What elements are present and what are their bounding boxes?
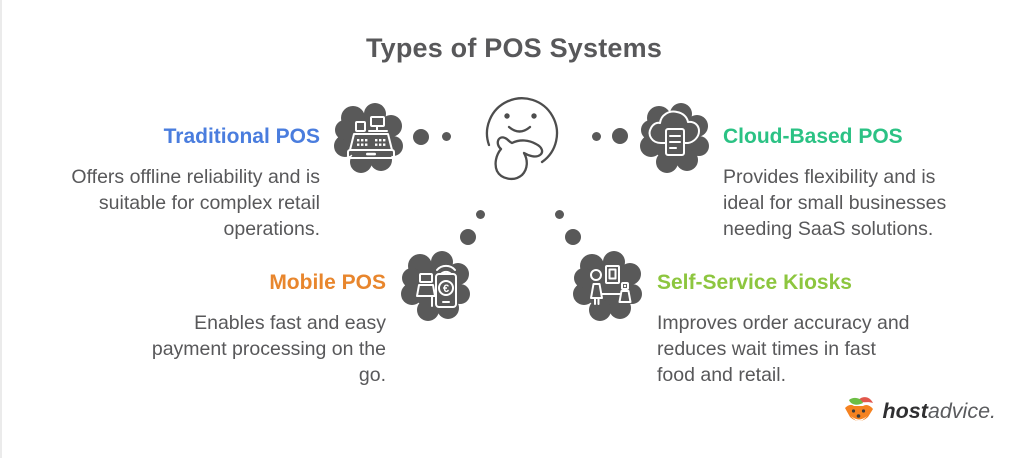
face-frown	[507, 125, 532, 133]
thinking-hand	[494, 136, 544, 181]
section-text-line: suitable for complex retail	[98, 192, 320, 214]
hostadvice-wordmark: hostadvice.	[882, 399, 996, 424]
section-heading-cloud-based-pos: Cloud-Based POS	[723, 125, 903, 148]
logo-text-light: advice.	[927, 398, 996, 423]
section-text-line: Improves order accuracy and	[657, 312, 910, 334]
section-heading-traditional-pos: Traditional POS	[163, 125, 320, 148]
thought-dot	[612, 128, 628, 144]
section-mobile-pos: Mobile POS Enables fast and easy payment…	[76, 270, 386, 388]
hostadvice-fox-icon	[845, 397, 874, 421]
section-heading-mobile-pos: Mobile POS	[269, 271, 386, 294]
thought-dot	[555, 210, 564, 219]
thought-dot	[476, 210, 485, 219]
section-text-line: Offers offline reliability and is	[71, 166, 320, 188]
cloud-receipt-icon	[640, 103, 709, 173]
thinking-face-illustration	[485, 97, 559, 181]
section-text-line: Enables fast and easy	[194, 312, 386, 334]
page-title: Types of POS Systems	[365, 33, 663, 63]
thought-dot	[592, 132, 601, 141]
mobile-payment-icon: €	[401, 251, 470, 321]
thought-dot	[442, 132, 451, 141]
section-text-line: reduces wait times in fast	[657, 338, 876, 360]
section-text-line: food and retail.	[657, 364, 787, 386]
hostadvice-logo: hostadvice.	[842, 394, 996, 428]
logo-text-bold: host	[882, 398, 928, 423]
face-eye-right	[531, 113, 537, 119]
section-text-line: go.	[358, 364, 386, 386]
section-text-line: operations.	[223, 218, 320, 240]
section-heading-self-service-kiosks: Self-Service Kiosks	[657, 271, 852, 294]
thought-dot	[460, 229, 476, 245]
section-self-service-kiosks: Self-Service Kiosks Improves order accur…	[657, 270, 957, 388]
section-text-line: Provides flexibility and is	[723, 166, 936, 188]
section-text-line: needing SaaS solutions.	[723, 218, 934, 240]
face-eye-left	[504, 113, 510, 119]
cash-register-icon	[334, 103, 403, 173]
section-text-line: payment processing on the	[151, 338, 386, 360]
kiosk-icon	[573, 251, 642, 321]
section-text-line: ideal for small businesses	[723, 192, 947, 214]
thought-dot	[413, 129, 429, 145]
section-traditional-pos: Traditional POS Offers offline reliabili…	[10, 124, 320, 242]
section-cloud-based-pos: Cloud-Based POS Provides flexibility and…	[723, 124, 1013, 242]
thought-dot	[565, 229, 581, 245]
face-outline	[485, 97, 559, 164]
euro-symbol: €	[443, 283, 449, 295]
